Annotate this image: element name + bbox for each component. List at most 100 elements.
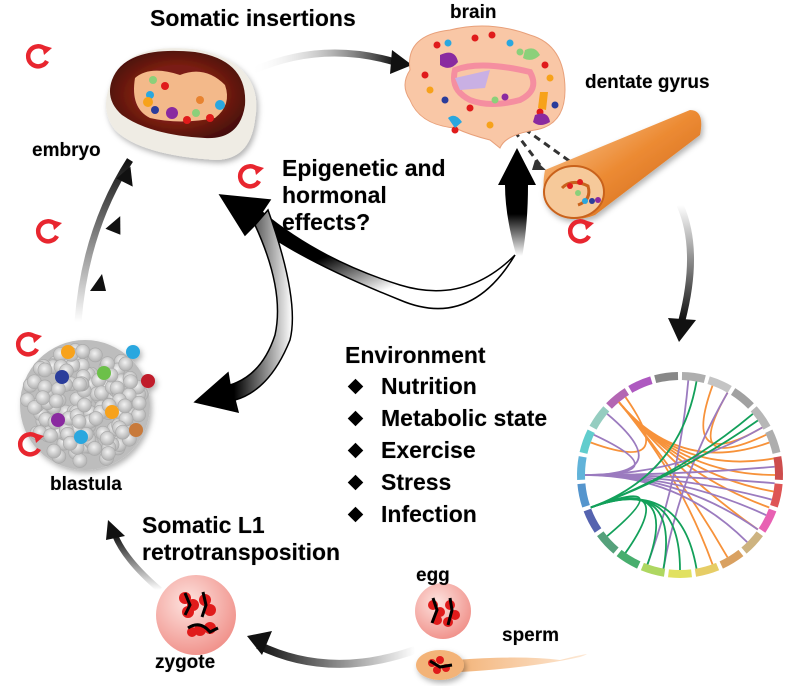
retrotransposition-cycle-icon [25,44,52,69]
blastula-cell [71,414,87,429]
diamond-bullet-icon [347,378,364,394]
marked-cell [97,366,111,380]
label-epigenetic-line3: effects? [282,209,371,235]
circos-chromosome-segment [758,508,777,533]
blastula-cell [75,344,91,359]
label-somatic-insertions: Somatic insertions [150,5,356,31]
blastula-cell [77,397,92,413]
blastula-cell [99,431,115,446]
environment-item-label: Stress [381,469,452,495]
circos-chromosome-segment [668,569,692,578]
circos-plot [577,372,783,578]
retrotransposition-cycle-icon [237,164,264,189]
blastula-cell [72,376,87,392]
label-egg: egg [416,565,450,586]
circos-chromosome-segment [730,388,754,409]
circos-chromosome-segment [741,531,763,554]
blastula-cell [115,424,130,440]
environment-item-label: Exercise [381,437,476,463]
blastula-cell [87,441,102,456]
blastula-cell [27,400,42,415]
blastula-cell [37,362,53,378]
arrow-zygote-to-blastula [106,520,162,593]
circos-chromosome-segment [694,562,720,577]
circos-chromosome-segment [773,456,783,480]
blastula-cell [72,453,88,468]
environment-panel: Environment Nutrition Metabolic state Ex… [345,340,547,530]
environment-item-label: Nutrition [381,373,477,399]
label-zygote: zygote [155,652,216,673]
marked-cell [51,413,65,427]
circos-chromosome-segment [640,562,666,577]
environment-heading: Environment [345,342,486,368]
marked-cell [105,405,119,419]
blastula-cell [109,380,125,396]
blastula-cell [35,390,51,406]
circos-chromosome-segment [577,456,587,480]
environment-item-label: Infection [381,501,477,527]
arrow-embryo-to-brain [248,49,412,76]
blastula-cell [88,347,103,363]
environment-item: Exercise [345,434,547,466]
circos-link [584,434,636,476]
blastula-cell [117,398,133,414]
circos-chromosome-segment [750,406,771,430]
circos-link [662,392,729,569]
environment-item: Stress [345,466,547,498]
arrow-egg-to-zygote [247,631,417,668]
sperm-illustration [416,650,587,680]
environment-item: Metabolic state [345,402,547,434]
diamond-bullet-icon [347,474,364,490]
embryo-dots [143,76,225,124]
circos-chromosome-segment [577,483,590,508]
label-somatic-l1-line1: Somatic L1 [142,512,265,538]
environment-item: Infection [345,498,547,530]
circos-link [590,498,698,569]
label-brain: brain [450,2,497,23]
diamond-bullet-icon [347,442,364,458]
arrow-blastula-to-embryo [74,158,133,323]
environment-item-label: Metabolic state [381,405,548,431]
retrotransposition-cycle-icon [17,432,44,457]
blastula-cell [123,374,138,389]
label-epigenetic-line1: Epigenetic and [282,155,446,181]
circos-chromosome-segment [770,483,783,508]
diamond-bullet-icon [347,506,364,522]
retrotransposition-cycle-icon [567,219,594,244]
retrotransposition-cycle-icon [15,332,42,357]
circos-link [590,396,648,453]
blastula-cell [43,428,58,443]
circos-chromosome-segment [579,429,595,454]
marked-cell [129,423,143,437]
circos-chromosome-segment [597,531,619,554]
dentate-gyrus-illustration [543,110,702,219]
egg-illustration [415,583,471,639]
circos-chromosome-segment [606,388,630,409]
label-epigenetic-hormonal: Epigenetic and hormonal effects? [282,155,446,236]
circos-link [590,381,698,509]
circos-chromosome-segment [589,406,610,430]
label-epigenetic-line2: hormonal [282,182,387,208]
circos-chromosome-segment [719,549,744,569]
marked-cell [141,374,155,388]
label-dentate-gyrus: dentate gyrus [585,72,710,93]
circos-link [590,498,667,569]
marked-cell [55,370,69,384]
label-somatic-l1: Somatic L1 retrotransposition [142,512,340,566]
brain-illustration [404,25,566,149]
environment-item: Nutrition [345,370,547,402]
blastula-cell [88,411,104,426]
blastula-cell [118,356,134,372]
blastula-cell [46,443,62,459]
arrow-dentate-to-circos [668,203,696,342]
circos-link [646,380,690,565]
circos-chromosome-segment [616,549,641,569]
blastula-cell [62,435,78,451]
circos-chromosome-segment [681,372,706,384]
circos-chromosome-segment [765,429,781,454]
diamond-bullet-icon [347,410,364,426]
blastula-illustration [20,340,155,470]
marked-cell [61,345,75,359]
environment-list: Nutrition Metabolic state Exercise Stres… [345,370,547,530]
